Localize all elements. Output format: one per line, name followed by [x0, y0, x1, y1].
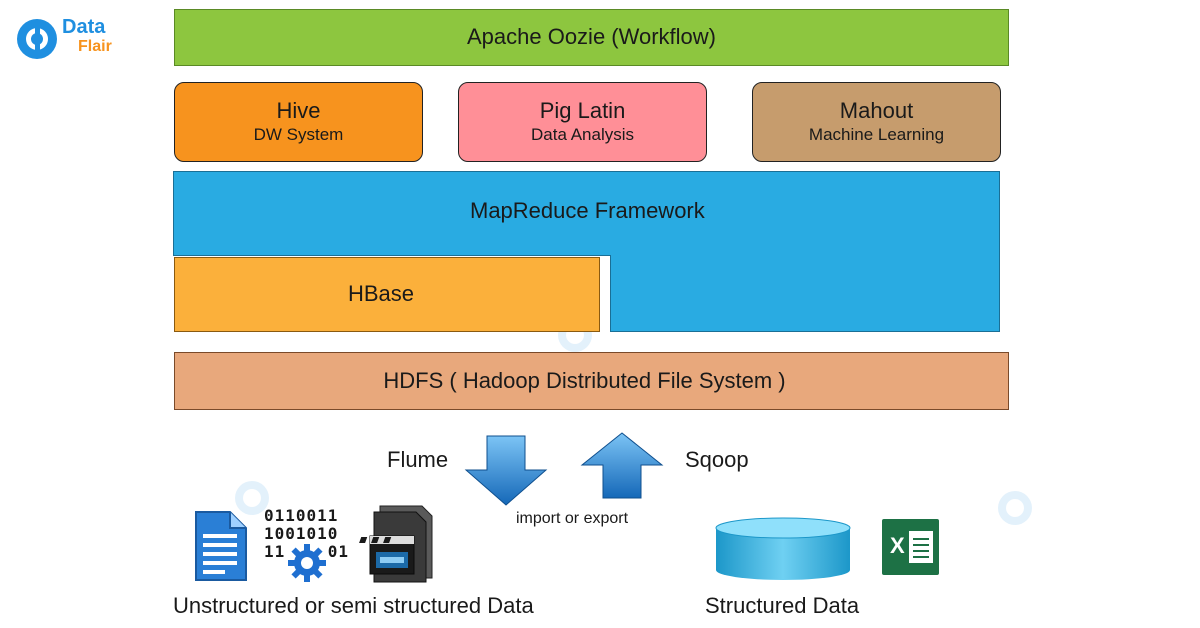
structured-data-label: Structured Data: [705, 593, 860, 618]
mahout-layer: Mahout Machine Learning: [752, 82, 1001, 162]
binary-row: 0110011: [264, 506, 339, 525]
logo-mark-icon: [17, 19, 57, 59]
hive-subtitle: DW System: [253, 124, 344, 144]
arrow-down-icon: [464, 435, 548, 506]
pig-subtitle: Data Analysis: [531, 124, 634, 144]
mahout-subtitle: Machine Learning: [808, 124, 945, 144]
hbase-layer: HBase: [174, 257, 600, 332]
gear-icon: [288, 544, 326, 582]
hive-layer: Hive DW System: [174, 82, 423, 162]
excel-grid: [913, 536, 929, 558]
excel-glyph: X: [890, 533, 905, 558]
video-folder-icon: [359, 505, 433, 583]
watermark: [995, 488, 1035, 533]
logo-text-flair: Flair: [78, 38, 112, 55]
hbase-title: HBase: [347, 281, 415, 307]
mapreduce-title: MapReduce Framework: [470, 198, 705, 223]
mahout-title: Mahout: [839, 97, 914, 123]
dataflair-logo: Data Flair: [14, 14, 124, 64]
mapreduce-layer: [173, 171, 1000, 332]
binary-data-icon: 0110011 1001010 11 01: [264, 506, 354, 586]
hive-title: Hive: [276, 97, 321, 123]
binary-row: 1001010: [264, 524, 339, 543]
watermark-icon: [998, 491, 1032, 525]
watermark: [232, 478, 272, 523]
hdfs-title: HDFS ( Hadoop Distributed File System ): [383, 367, 786, 393]
arrow-up-icon: [580, 432, 664, 499]
oozie-title: Apache Oozie (Workflow): [466, 24, 716, 50]
pig-layer: Pig Latin Data Analysis: [458, 82, 707, 162]
watermark-icon: [235, 481, 269, 515]
unstructured-data-label: Unstructured or semi structured Data: [173, 593, 534, 618]
import-export-caption: import or export: [516, 510, 629, 527]
sqoop-label: Sqoop: [685, 447, 749, 472]
binary-row: 11 01: [264, 542, 350, 561]
flume-label: Flume: [387, 447, 449, 472]
pig-title: Pig Latin: [539, 97, 626, 123]
hdfs-layer: HDFS ( Hadoop Distributed File System ): [174, 352, 1009, 410]
oozie-layer: Apache Oozie (Workflow): [174, 9, 1009, 66]
excel-icon: X: [882, 519, 939, 575]
document-icon: [195, 511, 247, 581]
logo-text-data: Data: [62, 16, 106, 38]
database-icon: [715, 517, 851, 580]
